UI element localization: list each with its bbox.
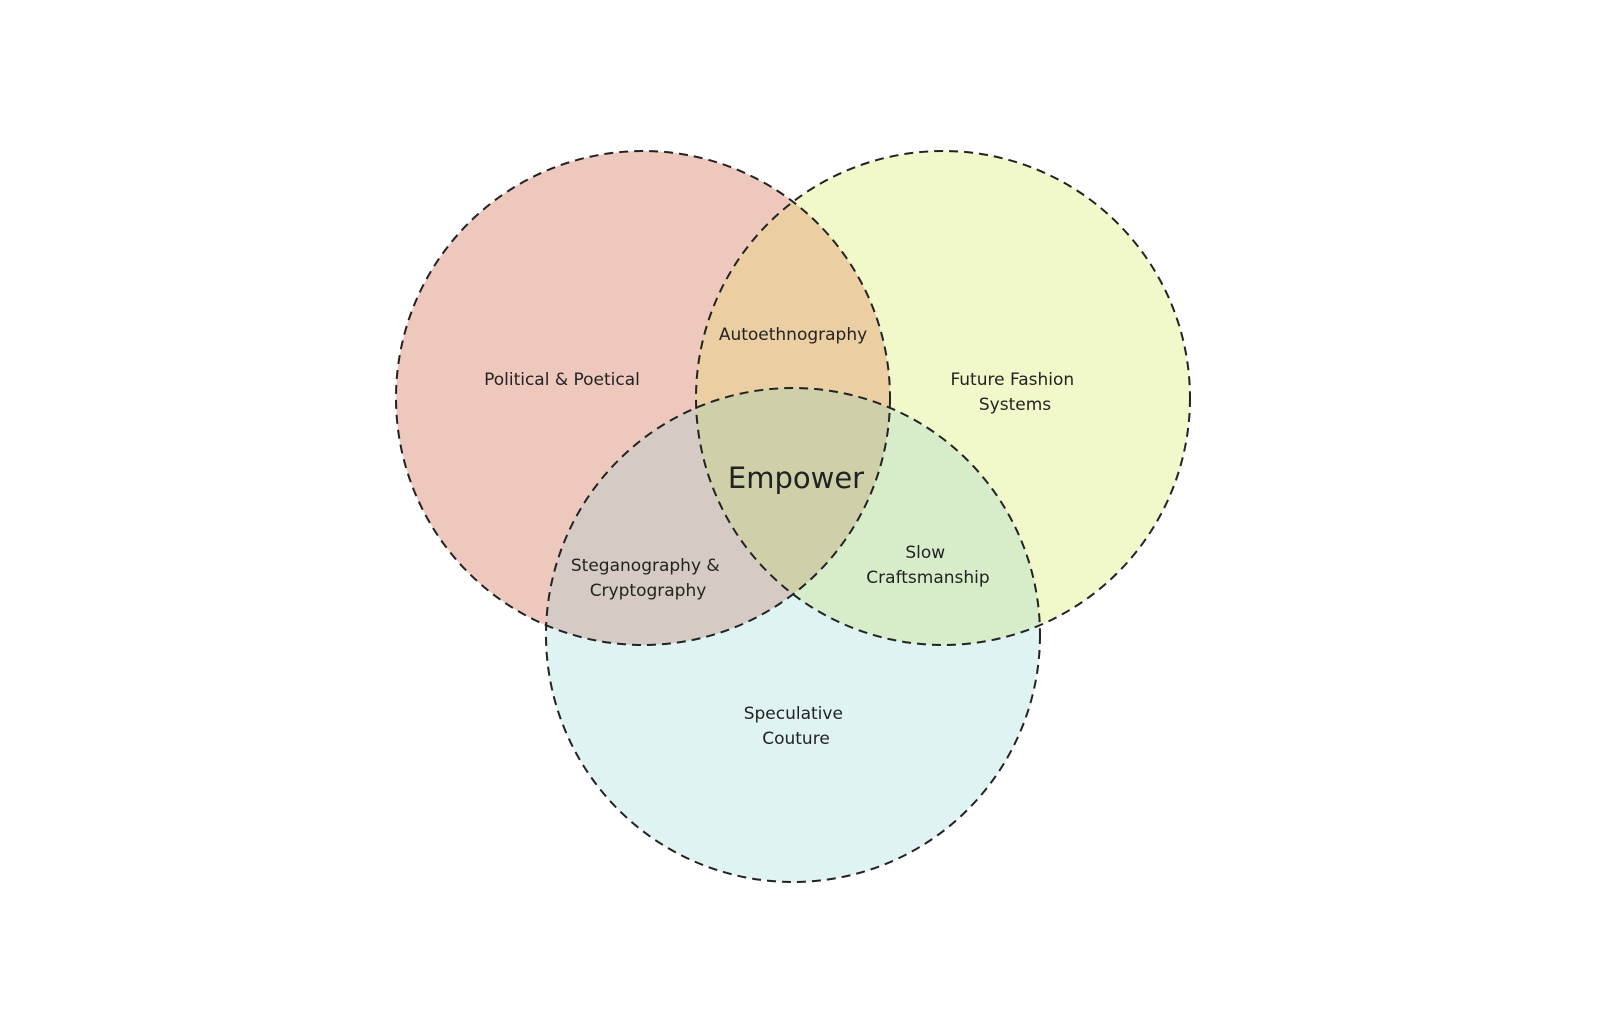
label-speculative-line-2: Couture [762, 729, 830, 749]
label-political-speculative-line-2: Cryptography [590, 581, 707, 601]
label-future: Future Fashion Systems [950, 370, 1079, 415]
label-future-speculative-line-2: Craftsmanship [866, 568, 989, 588]
label-future-speculative-line-1: Slow [905, 543, 945, 563]
label-political-future-line-1: Autoethnography [719, 325, 867, 345]
label-political-line-1: Political & Poetical [484, 370, 640, 390]
label-future-line-2: Systems [979, 395, 1051, 415]
label-political-future: Autoethnography [719, 325, 867, 345]
label-political-speculative-line-1: Steganography & [571, 556, 720, 576]
label-political: Political & Poetical [484, 370, 640, 390]
circle-speculative-outline [545, 387, 1041, 883]
label-future-line-1: Future Fashion [950, 370, 1074, 390]
label-speculative: Speculative Couture [744, 704, 849, 749]
circle-political-outline [395, 150, 891, 646]
label-speculative-line-1: Speculative [744, 704, 843, 724]
circle-future-outline [695, 150, 1191, 646]
label-center: Empower [728, 461, 864, 495]
label-political-speculative: Steganography & Cryptography [571, 556, 725, 601]
label-future-speculative: Slow Craftsmanship [866, 543, 989, 588]
